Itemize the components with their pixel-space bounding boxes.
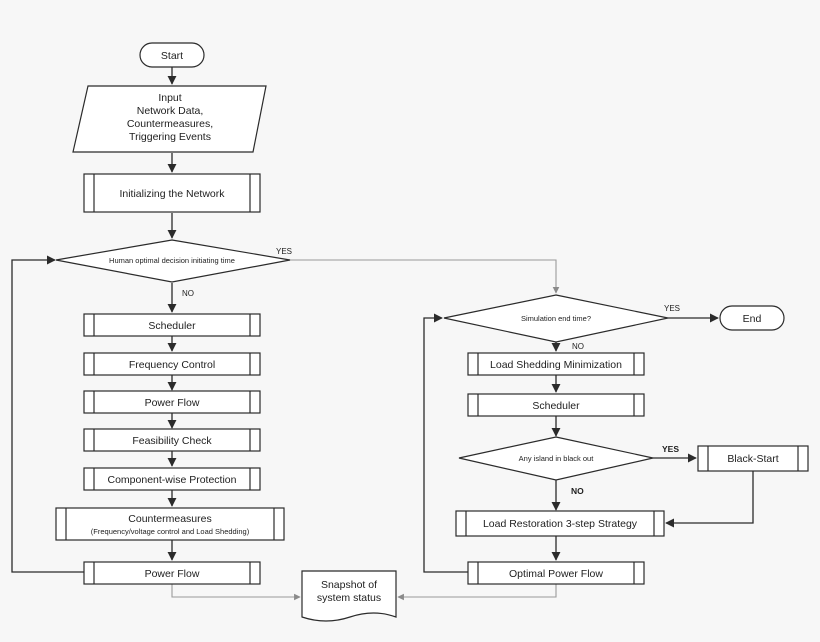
start-label: Start bbox=[161, 50, 183, 62]
input-line-1: Input bbox=[158, 92, 181, 104]
island-blackout-label: Any island in black out bbox=[519, 454, 595, 463]
node-countermeasures: Countermeasures (Frequency/voltage contr… bbox=[55, 507, 285, 541]
node-power-flow-1: Power Flow bbox=[83, 390, 261, 414]
node-init: Initializing the Network bbox=[83, 173, 261, 213]
sim-no-label: NO bbox=[572, 342, 584, 351]
node-optimal-power-flow: Optimal Power Flow bbox=[467, 561, 645, 585]
node-load-shedding-min: Load Shedding Minimization bbox=[467, 352, 645, 376]
load-shedding-min-label: Load Shedding Minimization bbox=[490, 359, 622, 371]
component-protection-label: Component-wise Protection bbox=[108, 474, 237, 486]
init-label: Initializing the Network bbox=[119, 188, 225, 200]
node-scheduler-right: Scheduler bbox=[467, 393, 645, 417]
input-line-3: Countermeasures, bbox=[127, 118, 213, 130]
node-black-start: Black-Start bbox=[697, 445, 809, 472]
node-frequency-control: Frequency Control bbox=[83, 352, 261, 376]
scheduler-right-label: Scheduler bbox=[532, 400, 580, 412]
input-line-2: Network Data, bbox=[137, 105, 204, 117]
human-decision-label: Human optimal decision initiating time bbox=[109, 256, 235, 265]
node-feasibility-check: Feasibility Check bbox=[83, 428, 261, 452]
snapshot-line-1: Snapshot of bbox=[321, 579, 377, 591]
countermeasures-label: Countermeasures bbox=[128, 513, 211, 525]
edge-loop-back bbox=[11, 255, 84, 573]
edge-pf2-snapshot bbox=[171, 584, 301, 601]
connectors bbox=[11, 67, 754, 601]
sim-end-label: Simulation end time? bbox=[521, 314, 591, 323]
human-no-label: NO bbox=[182, 289, 194, 298]
optimal-power-flow-label: Optimal Power Flow bbox=[509, 568, 603, 580]
sim-yes-label: YES bbox=[664, 304, 680, 313]
node-snapshot: Snapshot of system status bbox=[301, 570, 397, 622]
node-input: Input Network Data, Countermeasures, Tri… bbox=[72, 85, 267, 153]
snapshot-line-2: system status bbox=[317, 592, 381, 604]
node-component-protection: Component-wise Protection bbox=[83, 467, 261, 491]
feasibility-check-label: Feasibility Check bbox=[132, 435, 212, 447]
node-power-flow-2: Power Flow bbox=[83, 561, 261, 585]
edge-opf-snapshot bbox=[397, 584, 557, 601]
node-start: Start bbox=[139, 42, 205, 68]
node-sim-end: Simulation end time? bbox=[443, 294, 669, 343]
node-end: End bbox=[719, 305, 785, 331]
node-human-decision: Human optimal decision initiating time bbox=[55, 239, 291, 283]
black-start-label: Black-Start bbox=[727, 453, 778, 465]
island-yes-label: YES bbox=[662, 444, 679, 454]
edge-right-loop bbox=[423, 313, 468, 573]
node-island-blackout: Any island in black out bbox=[458, 436, 654, 481]
end-label: End bbox=[743, 313, 762, 325]
frequency-control-label: Frequency Control bbox=[129, 359, 215, 371]
edge-human-yes bbox=[290, 259, 560, 294]
power-flow-2-label: Power Flow bbox=[145, 568, 200, 580]
human-yes-label: YES bbox=[276, 247, 292, 256]
node-scheduler-left: Scheduler bbox=[83, 313, 261, 337]
scheduler-left-label: Scheduler bbox=[148, 320, 196, 332]
load-restoration-label: Load Restoration 3-step Strategy bbox=[483, 518, 638, 530]
countermeasures-sub-label: (Frequency/voltage control and Load Shed… bbox=[91, 527, 250, 536]
edge-blackstart-restoration bbox=[665, 471, 754, 528]
input-line-4: Triggering Events bbox=[129, 131, 211, 143]
node-load-restoration: Load Restoration 3-step Strategy bbox=[455, 510, 665, 537]
island-no-label: NO bbox=[571, 486, 584, 496]
power-flow-1-label: Power Flow bbox=[145, 397, 200, 409]
